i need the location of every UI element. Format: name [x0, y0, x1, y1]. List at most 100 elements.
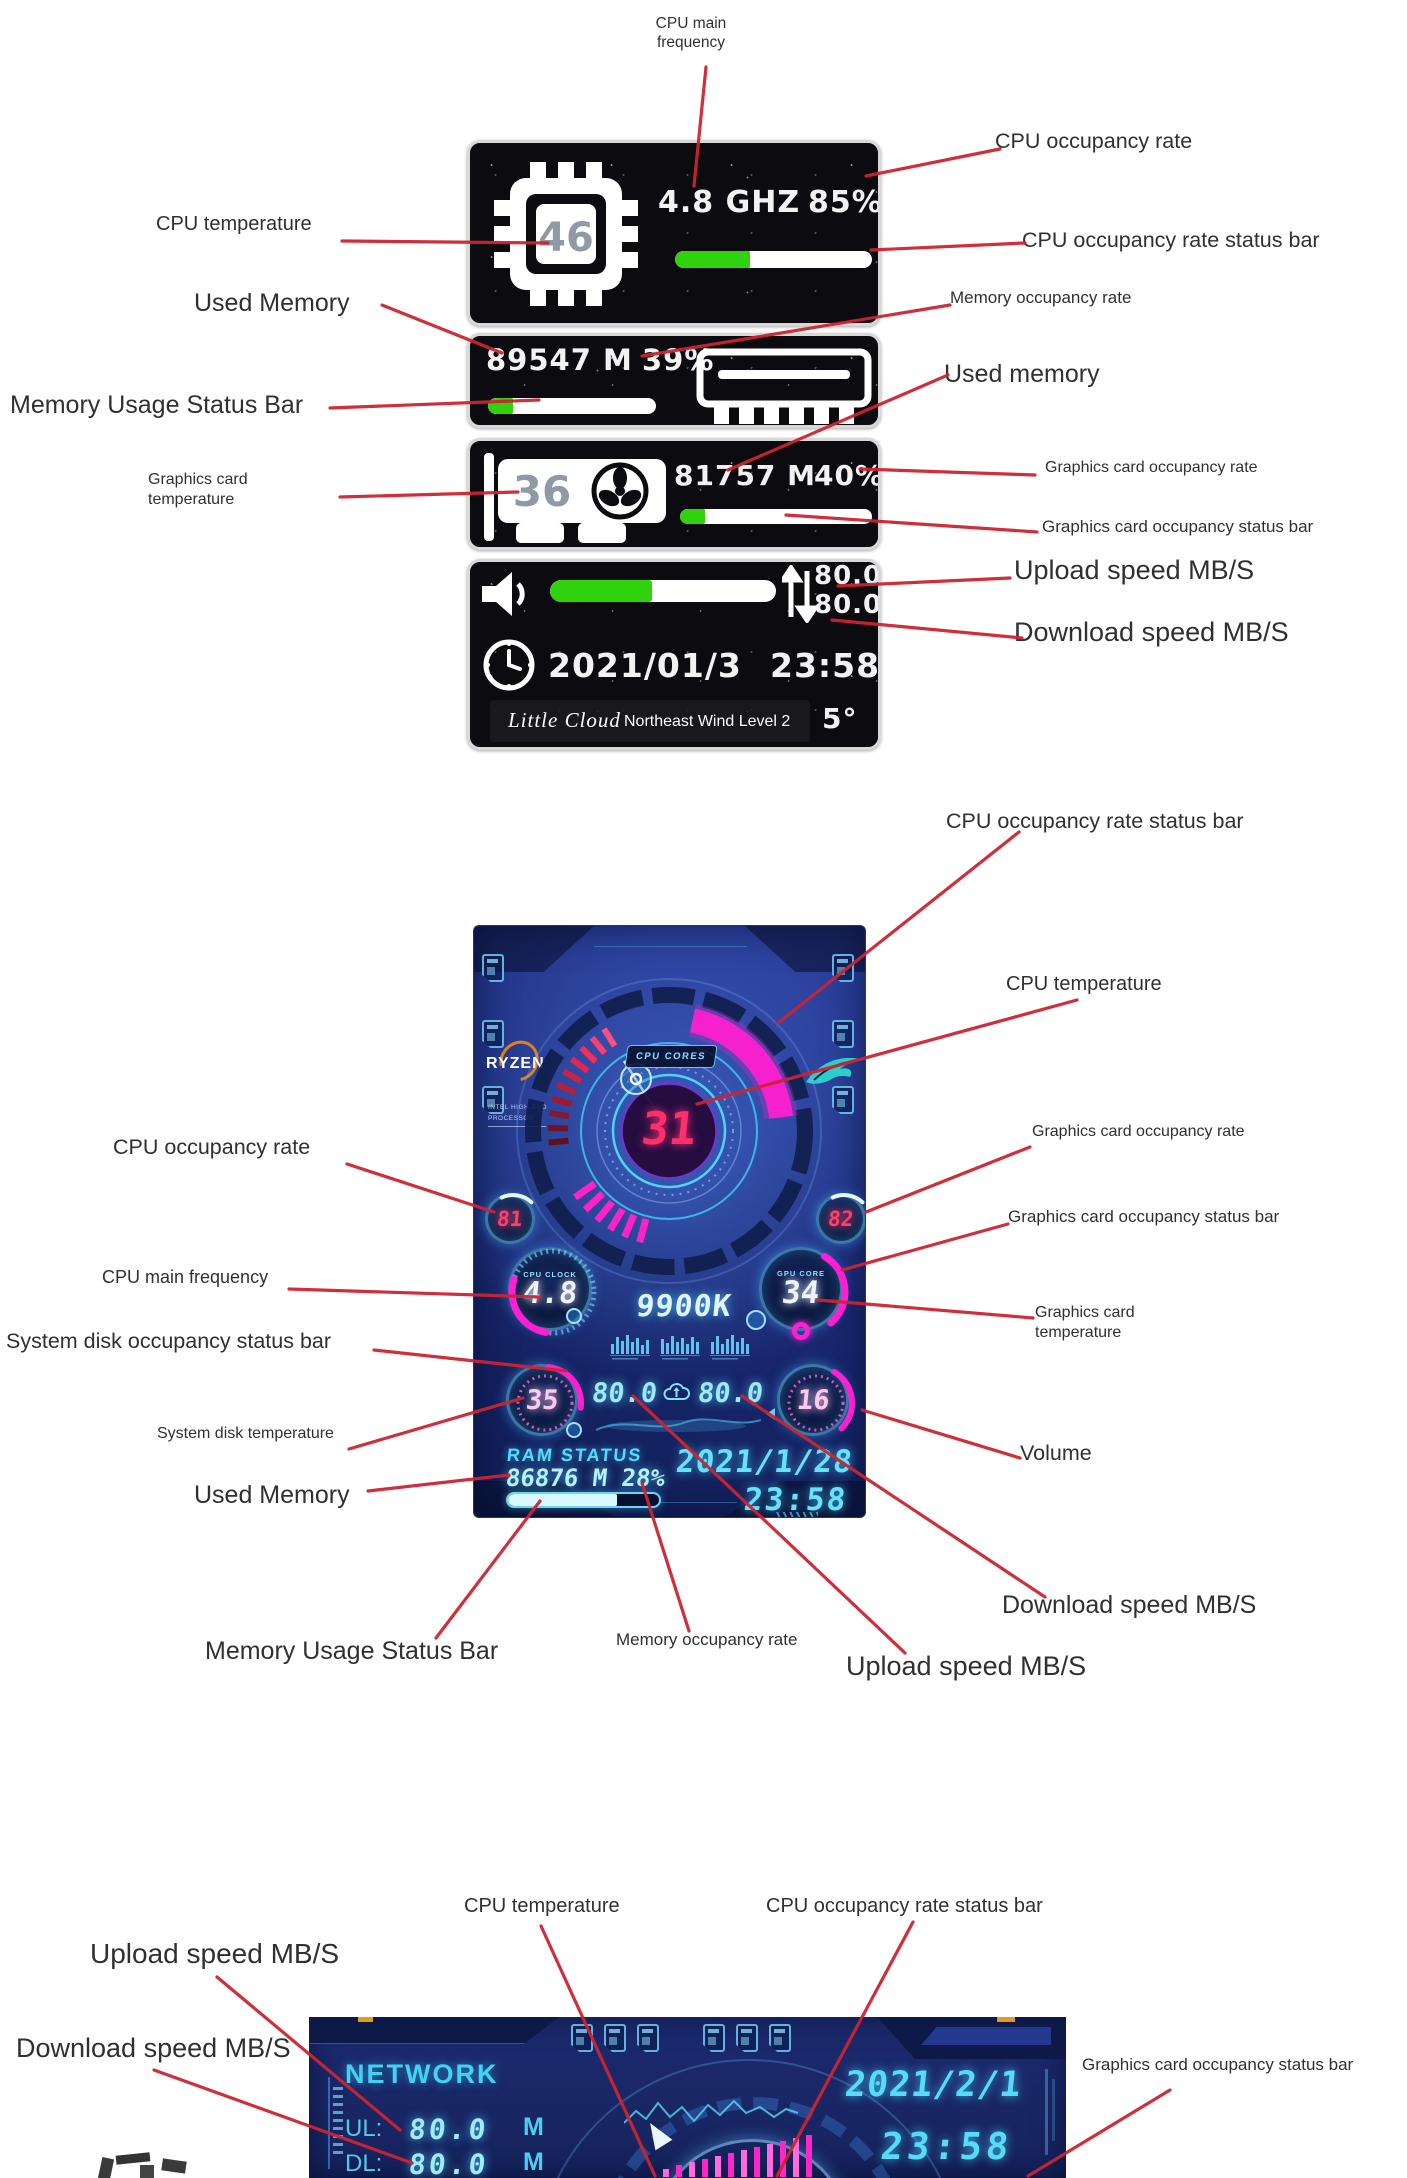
label-used-memory: Used Memory	[194, 289, 350, 317]
gauge-accessory-icon	[746, 1310, 766, 1330]
memory-usage-status-bar	[488, 398, 656, 414]
cpu-frequency-value: 4.8 GHZ	[658, 185, 801, 220]
label-cpu-occupancy-rate: CPU occupancy rate	[995, 129, 1193, 153]
lcd-monitor-panel: 46 4.8 GHZ 85% 89547 M 39%	[467, 140, 881, 750]
gpu-section: 36 81757 M 40%	[467, 438, 881, 550]
up-down-arrows-icon	[782, 565, 816, 623]
label-cpu-occupancy-status-bar-3: CPU occupancy rate status bar	[766, 1895, 1043, 1917]
label-system-disk-temperature: System disk temperature	[157, 1425, 334, 1442]
time-value: 23:58	[770, 646, 881, 685]
histogram-icon	[710, 1335, 750, 1360]
label-used-memory-right: Used memory	[944, 360, 1100, 388]
magenta-ticks	[573, 1180, 650, 1244]
orange-dash-accent	[997, 2017, 1015, 2022]
ram-value: 86876 M 28%	[504, 1464, 667, 1492]
ram-status-title: RAM STATUS	[506, 1445, 644, 1465]
label-upload-speed-2: Upload speed MB/S	[846, 1651, 1087, 1681]
label-graphics-card-occupancy-rate-2: Graphics card occupancy rate	[1032, 1123, 1245, 1140]
magenta-donut-icon	[792, 1322, 810, 1340]
label-memory-usage-status-bar-2: Memory Usage Status Bar	[205, 1637, 499, 1665]
cpu-occupancy-arc	[544, 1006, 794, 1256]
gauge-accessory-icon	[566, 1308, 582, 1324]
label-cpu-main-frequency-2: CPU main frequency	[102, 1267, 269, 1287]
processor-subtext: INTEL HIGH-END PROCESSOR	[488, 1104, 548, 1123]
time-value: 23:58	[878, 2125, 1015, 2168]
label-cpu-temperature-3: CPU temperature	[464, 1895, 620, 1917]
gpu-core-gauge: GPU CORE 34	[759, 1247, 849, 1337]
orange-dash-accent	[538, 1517, 546, 1518]
cpu-section: 46 4.8 GHZ 85%	[467, 140, 881, 326]
label-system-disk-occupancy-status-bar: System disk occupancy status bar	[6, 1329, 332, 1353]
cpu-temperature-value: 31	[639, 1102, 699, 1155]
cpu-occupancy-gauge: 81	[484, 1193, 542, 1251]
label-memory-occupancy-rate-2: Memory occupancy rate	[616, 1630, 798, 1649]
rog-dashboard-panel: RYZEN INTEL HIGH-END PROCESSOR	[473, 925, 866, 1518]
hatch-accent	[333, 2087, 343, 2157]
label-cpu-occupancy-status-bar: CPU occupancy rate status bar	[1022, 228, 1320, 252]
network-clock-section: 80.0M 80.0M 2021/01/3 23:58 Little Cloud…	[467, 559, 881, 750]
fan-icon	[591, 462, 649, 520]
date-value: 2021/1/28	[674, 1444, 855, 1480]
upload-speed-value: 80.0M	[814, 561, 881, 591]
volume-gauge: 16	[777, 1363, 855, 1442]
cloud-icon	[663, 1383, 690, 1400]
badge-icon	[832, 954, 854, 982]
upload-speed-value: 80.0	[407, 2113, 491, 2146]
gpu-occupancy-status-bar	[663, 2135, 812, 2177]
cpu-occupancy-value: 85%	[808, 185, 881, 220]
memory-section: 89547 M 39%	[467, 333, 881, 428]
download-speed-value: 80.0M	[814, 590, 881, 620]
label-download-speed: Download speed MB/S	[1014, 617, 1289, 647]
time-value: 23:58	[742, 1482, 850, 1518]
gauge-accessory-icon	[566, 1422, 582, 1438]
badge-icon	[832, 1020, 854, 1048]
download-label: DL:	[345, 2150, 383, 2177]
gpu-card-icon: 36	[484, 453, 666, 543]
badge-icon	[769, 2024, 791, 2052]
label-upload-speed-3: Upload speed MB/S	[90, 1938, 340, 1969]
network-dashboard-panel: NETWORK UL: 80.0 M DL: 80.0 M	[309, 2017, 1066, 2178]
label-graphics-card-occupancy-status-bar: Graphics card occupancy status bar	[1042, 517, 1314, 536]
cpu-temperature-value: 46	[538, 215, 594, 261]
gpu-temperature-value: 36	[513, 467, 571, 516]
download-unit: M	[523, 2148, 544, 2176]
badge-icon	[703, 2024, 725, 2052]
used-memory-value: 89547 M	[486, 343, 633, 377]
gpu-occupancy-status-bar	[680, 509, 872, 524]
badge-icon	[637, 2024, 659, 2052]
cpu-load-ticks	[547, 1027, 618, 1146]
cropped-glyph	[97, 2152, 194, 2178]
volume-bar	[550, 580, 776, 602]
speaker-mini-icon	[766, 1408, 775, 1420]
speaker-icon	[482, 572, 525, 616]
ram-icon	[696, 348, 872, 424]
wave-accent	[596, 1418, 761, 1432]
label-download-speed-3: Download speed MB/S	[16, 2033, 291, 2063]
badge-icon	[482, 1020, 504, 1048]
label-cpu-occupancy-status-bar-2: CPU occupancy rate status bar	[946, 809, 1244, 833]
cpu-chip-icon: 46	[494, 162, 638, 306]
label-download-speed-2: Download speed MB/S	[1002, 1591, 1257, 1619]
orange-dash-accent	[510, 1517, 534, 1518]
label-graphics-card-occupancy-status-bar-3: Graphics card occupancy status bar	[1082, 2055, 1354, 2074]
histogram-icon	[660, 1336, 700, 1360]
badge-icon	[571, 2024, 593, 2052]
gpu-occupancy-gauge: 82	[815, 1193, 865, 1251]
weather-temperature: 5°	[822, 702, 858, 735]
weather-strip	[490, 700, 810, 742]
weather-condition: Little Cloud	[508, 708, 621, 732]
cpu-occupancy-status-bar	[675, 251, 872, 268]
cpu-cores-pill: CPU CORES	[624, 1045, 718, 1068]
label-memory-usage-status-bar: Memory Usage Status Bar	[10, 391, 304, 419]
label-graphics-card-occupancy-rate: Graphics card occupancy rate	[1045, 459, 1258, 476]
label-graphics-card-occupancy-status-bar-2: Graphics card occupancy status bar	[1008, 1207, 1280, 1226]
network-title: NETWORK	[345, 2059, 499, 2089]
upload-speed-value: 80.0	[590, 1378, 659, 1409]
label-graphics-card-temperature: Graphics card temperature	[148, 471, 248, 508]
label-volume: Volume	[1020, 1441, 1092, 1465]
download-speed-value: 80.0	[407, 2148, 491, 2178]
cpu-core-gauge	[516, 978, 822, 1284]
label-used-memory-2: Used Memory	[194, 1481, 350, 1509]
upload-unit: M	[523, 2113, 544, 2141]
label-cpu-main-frequency: CPU main frequency	[655, 15, 727, 52]
